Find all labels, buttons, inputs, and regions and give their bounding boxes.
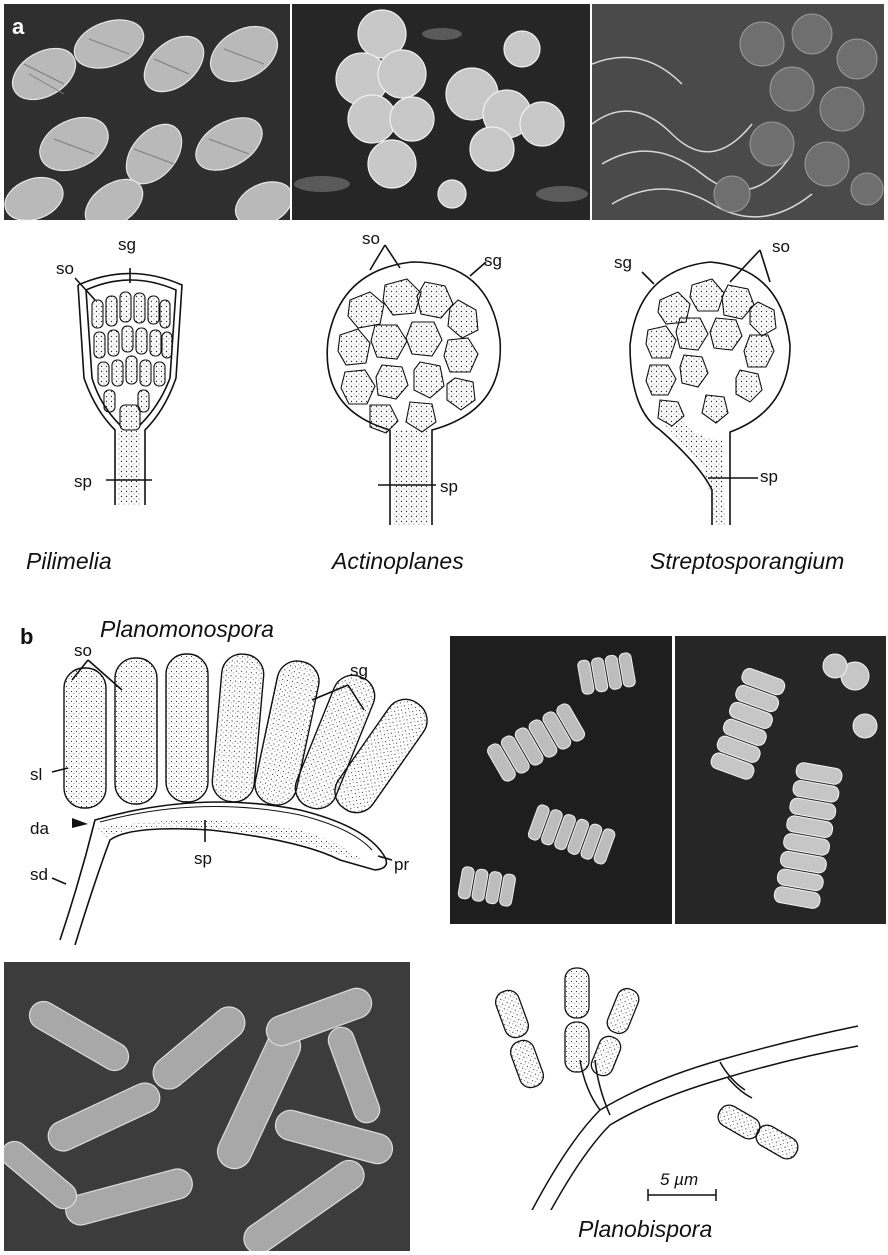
actinoplanes-label-so: so (362, 229, 380, 248)
genus-label-planobispora: Planobispora (578, 1216, 712, 1243)
sem-pilimelia-texture (4, 4, 290, 220)
planomonospora-drawing: so sg sl da sp sd pr (0, 640, 440, 950)
sem-photo-planobispora (4, 962, 410, 1251)
streptosporangium-label-sp: sp (760, 467, 778, 486)
sem-planomonospora-right-texture (675, 636, 886, 924)
sem-photo-streptosporangium (592, 4, 884, 220)
sem-photo-planomonospora-left (450, 636, 672, 924)
actinoplanes-label-sp: sp (440, 477, 458, 496)
pilimelia-drawing (75, 268, 182, 505)
sem-photo-actinoplanes (292, 4, 590, 220)
scale-bar-label: 5 µm (660, 1170, 698, 1189)
sem-actinoplanes-texture (292, 4, 590, 220)
scale-bar (648, 1148, 718, 1158)
planomonospora-label-sg: sg (350, 661, 368, 680)
panel-a-letter: a (12, 14, 24, 40)
actinoplanes-label-sg: sg (484, 251, 502, 270)
actinoplanes-drawing (327, 245, 500, 525)
genus-label-streptosporangium: Streptosporangium (650, 548, 844, 575)
sem-streptosporangium-texture (592, 4, 884, 220)
pilimelia-label-sp: sp (74, 472, 92, 491)
panel-a-drawings: so sg sp so sg sp (0, 225, 888, 555)
streptosporangium-label-sg: sg (614, 253, 632, 272)
genus-label-pilimelia: Pilimelia (26, 548, 112, 575)
planomonospora-label-da: da (30, 819, 49, 838)
genus-label-planomonospora: Planomonospora (100, 616, 274, 643)
planomonospora-label-sp: sp (194, 849, 212, 868)
genus-label-actinoplanes: Actinoplanes (332, 548, 464, 575)
planomonospora-label-so: so (74, 641, 92, 660)
pilimelia-label-sg: sg (118, 235, 136, 254)
planobispora-drawing: 5 µm (440, 960, 880, 1210)
planomonospora-label-sl: sl (30, 765, 42, 784)
sem-planomonospora-left-texture (450, 636, 672, 924)
streptosporangium-label-so: so (772, 237, 790, 256)
sem-planobispora-texture (4, 962, 410, 1251)
planomonospora-label-pr: pr (394, 855, 409, 874)
sem-photo-pilimelia (4, 4, 290, 220)
planomonospora-label-sd: sd (30, 865, 48, 884)
pilimelia-label-so: so (56, 259, 74, 278)
sem-photo-planomonospora-right (675, 636, 886, 924)
